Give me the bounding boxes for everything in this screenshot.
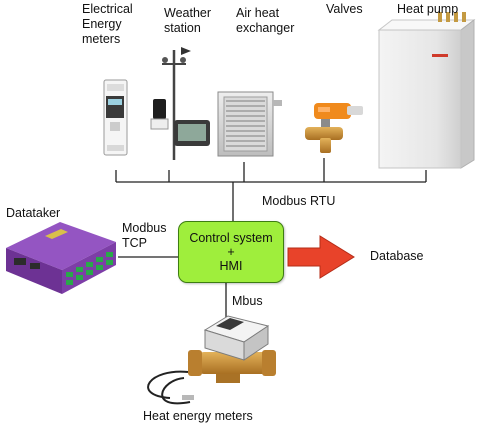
database-label: Database — [370, 249, 424, 263]
air-heat-exchanger-label-line2: exchanger — [236, 21, 295, 35]
arrow-to-database-icon — [287, 235, 355, 279]
valves-label: Valves — [326, 2, 363, 16]
modbus-tcp-label-line2: TCP — [122, 236, 147, 250]
weather-station-label-line1: Weather — [164, 6, 212, 20]
weather-station-label: Weather station — [164, 6, 211, 36]
modbus-rtu-label: Modbus RTU — [262, 194, 336, 208]
heat-energy-meters-label: Heat energy meters — [143, 409, 253, 423]
control-system-line3: HMI — [219, 259, 243, 273]
modbus-tcp-label: Modbus TCP — [122, 221, 166, 251]
weather-station-icon — [150, 47, 210, 160]
datataker-icon — [6, 222, 116, 294]
control-system-box: Control system + HMI — [178, 221, 284, 283]
air-heat-exchanger-icon — [217, 91, 282, 157]
energy-meters-label-line1: Electrical — [82, 2, 133, 16]
modbus-tcp-label-line1: Modbus — [122, 221, 167, 235]
datataker-label: Datataker — [6, 206, 61, 220]
weather-station-label-line2: station — [164, 21, 201, 35]
heat-pump-icon — [377, 12, 476, 169]
heat-pump-label: Heat pump — [397, 2, 459, 16]
valve-icon — [305, 103, 363, 153]
energy-meters-label-line2: Energy — [82, 17, 122, 31]
energy-meter-icon — [103, 79, 128, 156]
bus-lines — [115, 158, 427, 318]
energy-meters-label-line3: meters — [82, 32, 121, 46]
heat-energy-meter-icon — [147, 315, 276, 405]
energy-meters-label: Electrical Energy meters — [82, 2, 133, 47]
air-heat-exchanger-label: Air heat exchanger — [236, 6, 294, 36]
mbus-label: Mbus — [232, 294, 263, 308]
air-heat-exchanger-label-line1: Air heat — [236, 6, 280, 20]
control-system-line1: Control system — [189, 231, 273, 245]
control-system-line2: + — [227, 245, 235, 259]
